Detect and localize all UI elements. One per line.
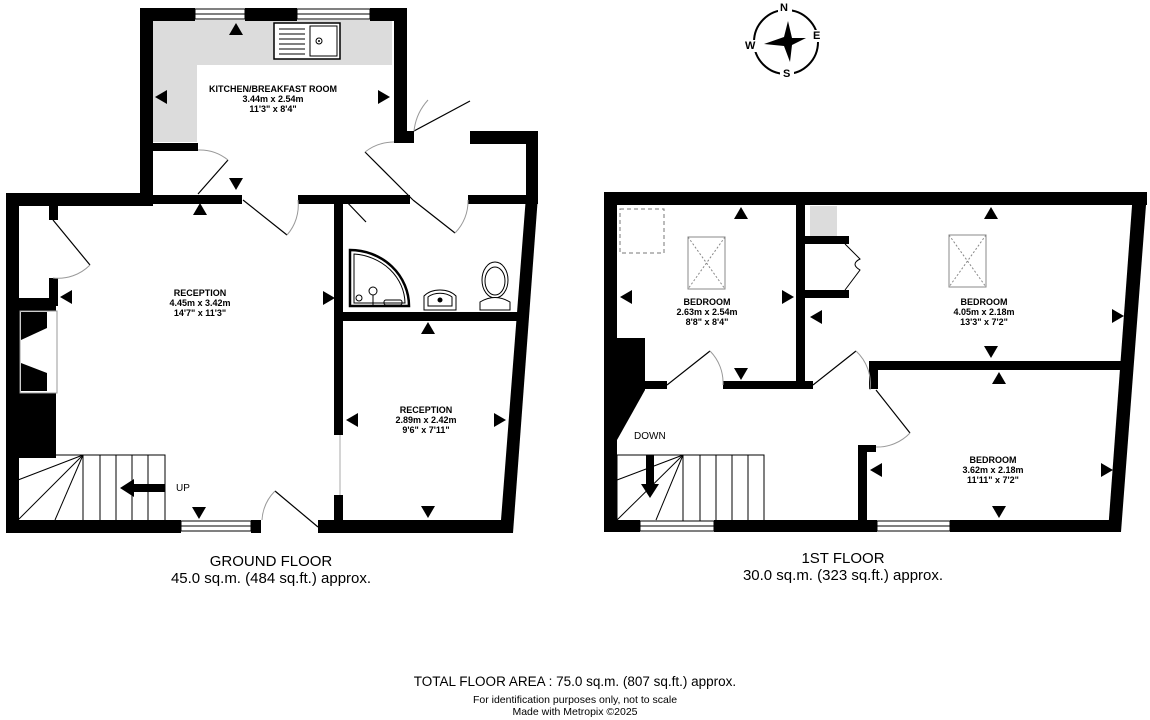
compass-north-label: N: [780, 2, 788, 14]
room-imperial: 14'7" x 11'3": [173, 308, 227, 318]
credit: Made with Metropix ©2025: [512, 706, 638, 718]
floor-name: GROUND FLOOR: [209, 553, 333, 570]
room-metric: 3.62m x 2.18m: [962, 465, 1024, 475]
rear-lobby-walls: [470, 131, 538, 201]
room-label-reception-2: RECEPTION 2.89m x 2.42m 9'6" x 7'11": [395, 405, 456, 435]
room-metric: 2.89m x 2.42m: [395, 415, 457, 425]
room-label-bedroom-2: BEDROOM 4.05m x 2.18m 13'3" x 7'2": [953, 297, 1014, 327]
dimension-markers: [60, 23, 506, 519]
fireplace-icon: [19, 310, 58, 394]
reception-window: [180, 520, 252, 532]
dimension-markers: [620, 207, 1124, 518]
compass-rose-icon: [744, 4, 821, 80]
skylight-icon: [687, 234, 987, 290]
stair-direction-arrow-icon: [641, 455, 659, 498]
room-label-bedroom-1: BEDROOM 2.63m x 2.54m 8'8" x 8'4": [676, 297, 737, 327]
room-metric: 3.44m x 2.54m: [242, 94, 304, 104]
room-name: RECEPTION: [173, 288, 227, 298]
sink-icon: [273, 22, 341, 60]
kitchen-windows: [194, 8, 371, 20]
plan-footer: TOTAL FLOOR AREA : 75.0 sq.m. (807 sq.ft…: [0, 674, 1150, 718]
floor-name: 1ST FLOOR: [801, 550, 885, 567]
shower-icon: [348, 248, 411, 308]
wardrobe-icon: [810, 206, 837, 236]
room-imperial: 11'11" x 7'2": [967, 475, 1019, 485]
toilet-icon: [479, 261, 511, 311]
total-floor-area: TOTAL FLOOR AREA : 75.0 sq.m. (807 sq.ft…: [413, 674, 737, 689]
first-floor-doors: [666, 350, 911, 448]
stair-direction-arrow-icon: [120, 479, 165, 497]
room-label-reception-1: RECEPTION 4.45m x 3.42m 14'7" x 11'3": [169, 288, 230, 318]
stair-down-label: DOWN: [634, 431, 666, 442]
room-imperial: 9'6" x 7'11": [402, 425, 450, 435]
disclaimer: For identification purposes only, not to…: [472, 694, 678, 706]
kitchen-worktop: [152, 20, 392, 142]
room-name: KITCHEN/BREAKFAST ROOM: [209, 84, 337, 94]
ground-floor-plan: [6, 8, 538, 533]
ground-floor-title: GROUND FLOOR 45.0 sq.m. (484 sq.ft.) app…: [171, 553, 371, 587]
room-imperial: 11'3" x 8'4": [249, 104, 297, 114]
first-floor-plan: [604, 192, 1147, 532]
room-name: BEDROOM: [683, 297, 731, 307]
compass-east-label: E: [813, 30, 821, 42]
kitchen-walls: [140, 8, 414, 195]
washbasin-icon: [423, 289, 457, 311]
stair-up-label: UP: [176, 483, 190, 494]
floor-area: 30.0 sq.m. (323 sq.ft.) approx.: [742, 567, 944, 584]
first-floor-walls: [604, 192, 1147, 532]
ground-floor-doors: [52, 99, 471, 528]
room-metric: 4.45m x 3.42m: [169, 298, 231, 308]
room-label-bedroom-3: BEDROOM 3.62m x 2.18m 11'11" x 7'2": [962, 455, 1023, 485]
room-name: BEDROOM: [969, 455, 1017, 465]
ground-floor-walls: [6, 193, 538, 533]
loft-hatch-icon: [619, 208, 665, 254]
room-name: RECEPTION: [399, 405, 453, 415]
compass-west-label: W: [745, 40, 756, 52]
floor-area: 45.0 sq.m. (484 sq.ft.) approx.: [170, 570, 372, 587]
room-name: BEDROOM: [960, 297, 1008, 307]
compass-south-label: S: [783, 68, 791, 80]
room-label-kitchen: KITCHEN/BREAKFAST ROOM 3.44m x 2.54m 11'…: [209, 84, 337, 114]
staircase-icon: [616, 454, 765, 522]
room-imperial: 8'8" x 8'4": [685, 317, 729, 327]
room-imperial: 13'3" x 7'2": [960, 317, 1008, 327]
room-metric: 2.63m x 2.54m: [676, 307, 738, 317]
first-floor-title: 1ST FLOOR 30.0 sq.m. (323 sq.ft.) approx…: [743, 550, 943, 584]
wardrobe-doors: [844, 243, 861, 291]
room-metric: 4.05m x 2.18m: [953, 307, 1015, 317]
first-floor-window: [639, 520, 951, 532]
